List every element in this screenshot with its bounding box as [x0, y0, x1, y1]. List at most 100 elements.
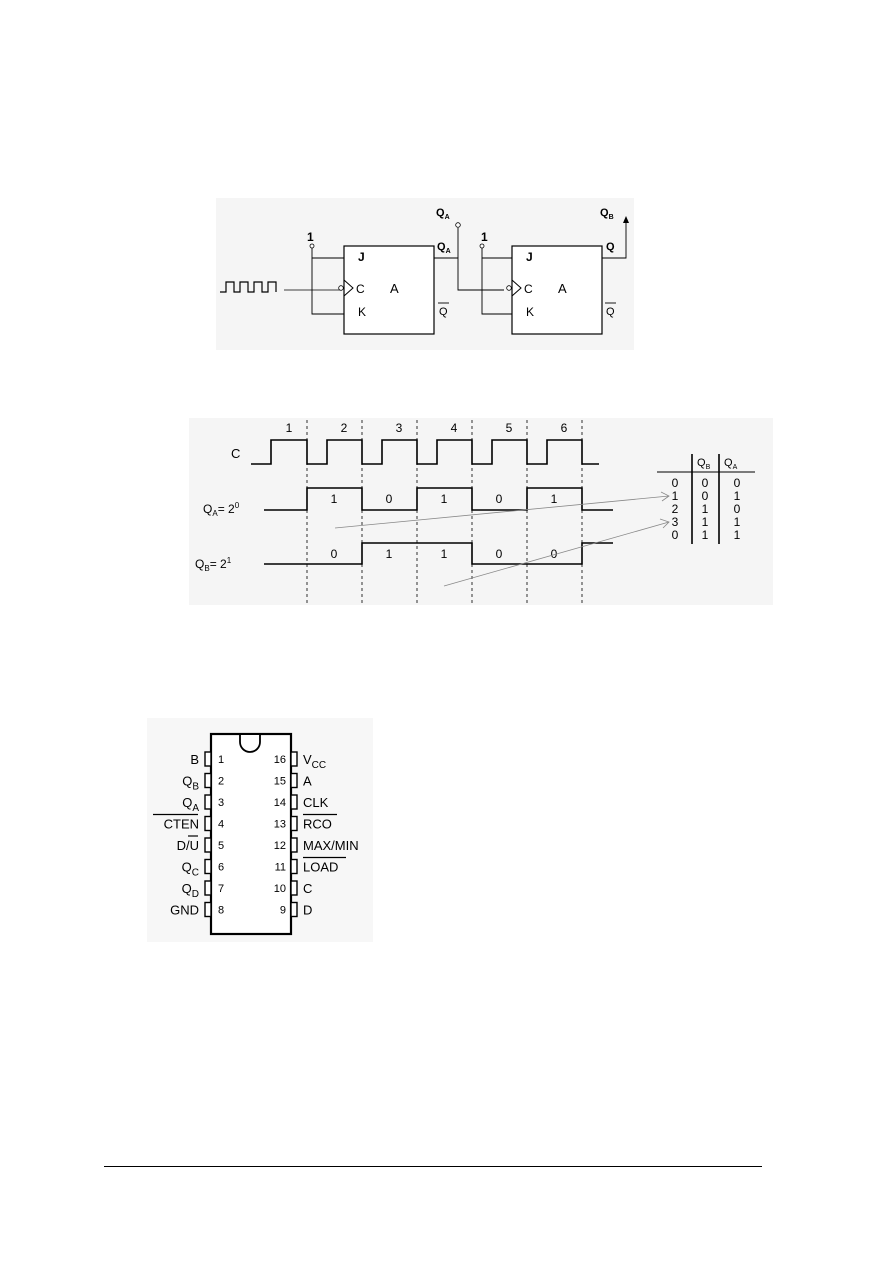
ic-pin-2 — [204, 772, 212, 789]
pulse-number: 6 — [561, 421, 568, 435]
ic-pin-number: 16 — [274, 754, 286, 766]
qa-waveform — [264, 487, 613, 511]
ic-pin-13 — [290, 815, 298, 832]
qb-value: 0 — [551, 547, 558, 561]
state-table-header: QB — [697, 457, 711, 471]
state-table-cell: 1 — [702, 502, 709, 516]
ic-pin-number: 12 — [274, 840, 286, 852]
clock-signal-label: C — [231, 446, 240, 461]
ic-pin-label: LOAD — [303, 860, 338, 875]
pulse-number: 4 — [451, 421, 458, 435]
ic-pin-number: 10 — [274, 883, 286, 895]
ic-pin-11 — [290, 858, 298, 875]
clock-waveform — [251, 439, 599, 465]
ic-pin-label: QB — [182, 774, 199, 793]
pulse-number: 5 — [506, 421, 513, 435]
tie-high-1-label: 1 — [307, 230, 314, 244]
qb-signal-label: QB= 21 — [195, 556, 232, 573]
ic-pin-label: B — [190, 752, 199, 767]
ic-pin-15 — [290, 772, 298, 789]
state-table-cell: 1 — [672, 489, 679, 503]
ic-pin-label: MAX/MIN — [303, 838, 359, 853]
ic-package-body — [209, 732, 293, 936]
ff1-q-label: QA — [437, 241, 451, 255]
ic-pin-label: CTEN — [164, 817, 199, 832]
footer-rule — [104, 1166, 762, 1167]
ic-pin-label: C — [303, 881, 312, 896]
ic-pin-4 — [204, 815, 212, 832]
flip-flop-1 — [343, 245, 435, 335]
ff2-k-label: K — [526, 305, 534, 319]
qa-value: 0 — [496, 492, 503, 506]
ic-pin-label: D — [303, 903, 312, 918]
ic-pin-label: GND — [170, 903, 199, 918]
qb-value: 0 — [331, 547, 338, 561]
ic-pin-6 — [204, 858, 212, 875]
ic-pin-number: 4 — [218, 819, 224, 831]
pulse-number: 2 — [341, 421, 348, 435]
state-table-cell: 3 — [672, 515, 679, 529]
pointer-arrow-1 — [334, 495, 670, 529]
ic-pin-label: D/U — [177, 838, 199, 853]
ic-pin-8 — [204, 901, 212, 918]
ic-pin-number: 11 — [275, 862, 286, 874]
state-table-cell: 0 — [702, 489, 709, 503]
ff2-qbar-label: Q — [606, 306, 615, 318]
ic-pin-number: 9 — [280, 905, 286, 917]
state-table-cell: 2 — [672, 502, 679, 516]
ic-pin-label: QD — [182, 881, 199, 900]
ff1-c-label: C — [356, 282, 365, 296]
state-table-cell: 0 — [734, 476, 741, 490]
ff1-qbar-label: Q — [439, 306, 448, 318]
state-table-cell: 1 — [702, 528, 709, 542]
ic-pin-label: QC — [182, 860, 199, 879]
state-table-cell: 0 — [672, 528, 679, 542]
ff1-j-label: J — [358, 250, 365, 264]
qa-signal-label: QA= 20 — [203, 501, 240, 518]
state-table-cell: 1 — [734, 515, 741, 529]
clock-source-waveform — [220, 281, 277, 293]
ic-pin-label: VCC — [303, 752, 326, 771]
qa-value: 1 — [441, 492, 448, 506]
ic-pin-number: 7 — [218, 883, 224, 895]
ic-pin-number: 2 — [218, 776, 224, 788]
flip-flop-2 — [511, 245, 603, 335]
state-table-cell: 0 — [672, 476, 679, 490]
ic-pin-12 — [290, 837, 298, 853]
output-qa-label: QA — [436, 207, 450, 221]
ic-pin-1 — [204, 751, 212, 767]
ff2-c-label: C — [524, 282, 533, 296]
ic-pin-14 — [290, 794, 298, 810]
state-table-cell: 0 — [734, 502, 741, 516]
state-table-cell: 1 — [702, 515, 709, 529]
qb-value: 0 — [496, 547, 503, 561]
ff2-j-label: J — [526, 250, 533, 264]
ic-pin-label: RCO — [303, 817, 332, 832]
ic-pin-5 — [204, 837, 212, 853]
ic-pin-16 — [290, 751, 298, 767]
qa-value: 1 — [331, 492, 338, 506]
ic-pin-number: 8 — [218, 905, 224, 917]
ic-pin-number: 15 — [274, 776, 286, 788]
qb-value: 1 — [441, 547, 448, 561]
state-table-cell: 0 — [702, 476, 709, 490]
counter-circuit-figure: J C K A QA Q 1 QA J C K A Q Q 1 QB — [216, 198, 634, 350]
ic-pin-7 — [204, 880, 212, 896]
ic-orientation-notch — [239, 735, 261, 753]
ic-pin-10 — [290, 880, 298, 896]
ic-pin-3 — [204, 794, 212, 810]
ic-pin-number: 3 — [218, 797, 224, 809]
state-table-header: QA — [724, 457, 738, 471]
ic-pin-9 — [290, 901, 298, 918]
ic-pin-label: A — [303, 774, 312, 789]
ic-pin-label: QA — [182, 795, 199, 814]
pulse-number: 3 — [396, 421, 403, 435]
ff1-k-label: K — [358, 305, 366, 319]
ic-pin-number: 13 — [274, 819, 286, 831]
ic-pin-number: 14 — [274, 797, 286, 809]
pointer-arrow-2 — [443, 521, 670, 587]
ff2-name: A — [558, 281, 567, 296]
